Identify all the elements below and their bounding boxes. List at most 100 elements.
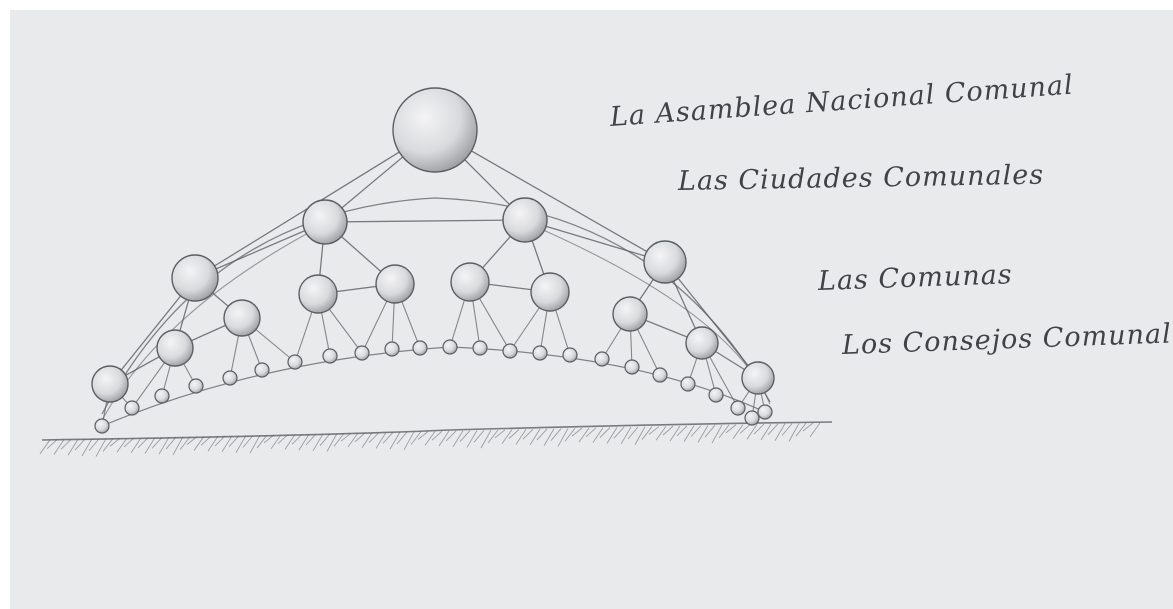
hatch-stroke [537, 429, 547, 440]
network-node [451, 263, 489, 301]
small-node [653, 368, 667, 382]
hatch-stroke [75, 439, 85, 450]
hatch-stroke [460, 431, 470, 442]
outer-arc-left [100, 224, 325, 424]
hatch-stroke [810, 423, 820, 437]
network-nodes [92, 88, 774, 433]
small-node [625, 360, 639, 374]
hatch-stroke [628, 427, 638, 439]
hatch-stroke [47, 440, 57, 449]
hatch-stroke [306, 434, 316, 445]
hatch-stroke [670, 426, 680, 441]
hatch-stroke [166, 437, 176, 449]
hatch-stroke [677, 426, 687, 436]
hatch-stroke [572, 428, 582, 436]
hatch-stroke [54, 440, 64, 455]
hatch-stroke [390, 432, 400, 449]
hatch-stroke [586, 428, 596, 437]
hatch-stroke [649, 426, 659, 434]
hatch-stroke [754, 424, 764, 434]
hatch-stroke [446, 431, 456, 441]
hatch-stroke [285, 434, 295, 449]
network-node [644, 241, 686, 283]
hatch-stroke [320, 434, 330, 446]
hatch-stroke [355, 433, 365, 442]
network-node [531, 273, 569, 311]
small-node [533, 346, 547, 360]
hatch-stroke [544, 429, 554, 446]
hatch-stroke [418, 432, 428, 440]
hatch-stroke [635, 427, 645, 445]
hatch-stroke [439, 431, 449, 446]
network-node [224, 300, 260, 336]
small-node [473, 341, 487, 355]
small-node [443, 340, 457, 354]
hatch-stroke [376, 432, 386, 448]
network-node [742, 362, 774, 394]
hatch-stroke [208, 436, 218, 451]
hatch-stroke [684, 426, 694, 442]
small-node [255, 363, 269, 377]
network-node [503, 198, 547, 242]
hatch-stroke [803, 423, 813, 431]
hatch-stroke [404, 432, 414, 450]
small-node [595, 352, 609, 366]
label-ciudades-comunales: Las Ciudades Comunales [678, 160, 1045, 197]
hatch-stroke [159, 437, 169, 454]
hatch-stroke [453, 431, 463, 447]
hatch-stroke [236, 436, 246, 453]
hatch-stroke [68, 439, 78, 455]
hatch-stroke [222, 436, 232, 452]
hatch-stroke [474, 430, 484, 442]
small-node [355, 346, 369, 360]
hatch-stroke [243, 435, 253, 447]
hatch-stroke [313, 434, 323, 451]
network-node [686, 327, 718, 359]
hatch-stroke [712, 425, 722, 443]
hatch-stroke [327, 434, 337, 452]
network-node [299, 275, 337, 313]
small-node [731, 401, 745, 415]
hatch-stroke [607, 427, 617, 443]
hatch-stroke [621, 427, 631, 444]
hatch-stroke [789, 423, 799, 441]
hatch-stroke [383, 432, 393, 443]
hatch-stroke [726, 425, 736, 433]
small-node [189, 379, 203, 393]
hatch-stroke [705, 425, 715, 437]
network-node [376, 265, 414, 303]
hatch-stroke [775, 424, 785, 441]
small-node [288, 355, 302, 369]
top-node [393, 88, 477, 172]
hatch-stroke [96, 439, 106, 457]
small-node [709, 388, 723, 402]
small-node [413, 341, 427, 355]
hatch-stroke [593, 428, 603, 443]
hatch-stroke [551, 429, 561, 441]
small-node [323, 349, 337, 363]
network-node [303, 200, 347, 244]
ground-hatching [40, 422, 832, 457]
small-node [503, 344, 517, 358]
network-node [613, 297, 647, 331]
hatch-stroke [250, 435, 260, 453]
hatch-stroke [740, 424, 750, 433]
hatch-stroke [131, 438, 141, 453]
hatch-stroke [481, 430, 491, 448]
hatch-stroke [761, 424, 771, 440]
hatch-stroke [89, 439, 99, 451]
hatch-stroke [152, 437, 162, 448]
hatch-stroke [600, 428, 610, 438]
small-node [681, 377, 695, 391]
hatch-stroke [747, 424, 757, 439]
hatch-stroke [516, 429, 526, 444]
hatch-stroke [495, 430, 505, 438]
network-node [92, 366, 128, 402]
small-node [155, 389, 169, 403]
hatch-stroke [691, 426, 701, 437]
hatch-stroke [397, 432, 407, 444]
hatch-stroke [173, 437, 183, 455]
sketch-paper: La Asamblea Nacional Comunal Las Ciudade… [10, 10, 1173, 609]
ground-line [42, 422, 832, 440]
hatch-stroke [663, 426, 673, 435]
